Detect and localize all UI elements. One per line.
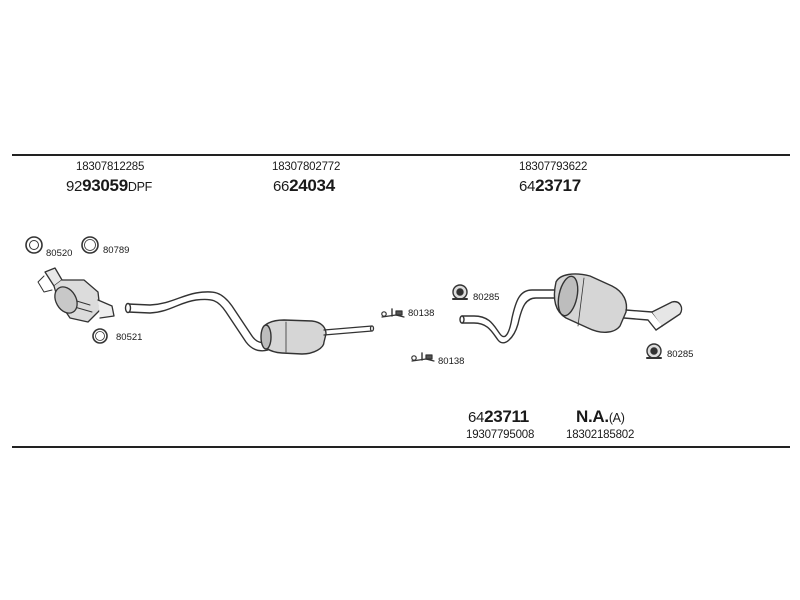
bottom-divider-line — [12, 446, 790, 448]
oe-number-catalyst: 18307812285 — [76, 161, 145, 173]
part-prefix: 64 — [519, 178, 536, 195]
rubber-mount-icon — [646, 343, 662, 359]
part-prefix: 66 — [273, 178, 290, 195]
part-number-catalyst: 9293059DPF — [66, 177, 152, 194]
part-number-middle-muffler: 6624034 — [273, 177, 335, 194]
clamp-ring-icon — [81, 236, 99, 254]
intermediate-pipe-icon — [323, 325, 375, 336]
mount-80285-lower-label: 80285 — [667, 349, 694, 360]
rubber-mount-icon — [452, 284, 468, 300]
top-divider-line — [12, 154, 790, 156]
rubber-hanger-icon — [381, 308, 405, 318]
part-suffix: DPF — [127, 180, 152, 194]
part-prefix: 92 — [66, 178, 83, 195]
part-number-rear-muffler: 6423717 — [519, 177, 581, 194]
part-prefix: 64 — [468, 409, 485, 426]
tailpipe-icon — [623, 300, 683, 331]
front-pipe-icon — [124, 291, 269, 352]
rubber-hanger-icon — [411, 352, 435, 362]
part-suffix: (A) — [608, 411, 625, 425]
part-main-number: 23711 — [484, 407, 529, 426]
hanger-80138-lower-label: 80138 — [438, 356, 465, 367]
part-main-number: 23717 — [535, 176, 581, 195]
part-main-number: 24034 — [289, 176, 335, 195]
part-number-connecting-pipe: 6423711 — [468, 408, 529, 425]
clamp-80789-label: 80789 — [103, 245, 130, 256]
catalytic-converter-icon — [37, 267, 115, 323]
hanger-80138-upper-label: 80138 — [408, 308, 435, 319]
mount-80285-upper-label: 80285 — [473, 292, 500, 303]
middle-muffler-icon — [260, 319, 327, 355]
part-main-number: 93059 — [82, 176, 128, 195]
part-number-tailpipe: N.A.(A) — [576, 408, 625, 425]
gasket-ring-icon — [25, 236, 43, 254]
oe-number-connecting-pipe: 19307795008 — [466, 429, 535, 441]
clamp-ring-icon — [92, 328, 108, 344]
oe-number-middle-muffler: 18307802772 — [272, 161, 341, 173]
part-main-number: N.A. — [576, 407, 609, 426]
connecting-pipe-icon — [459, 289, 557, 344]
oe-number-rear-muffler: 18307793622 — [519, 161, 588, 173]
rear-muffler-icon — [553, 273, 628, 333]
oe-number-tailpipe: 18302185802 — [566, 429, 635, 441]
clamp-80521-label: 80521 — [116, 332, 143, 343]
gasket-80520-label: 80520 — [46, 248, 73, 259]
